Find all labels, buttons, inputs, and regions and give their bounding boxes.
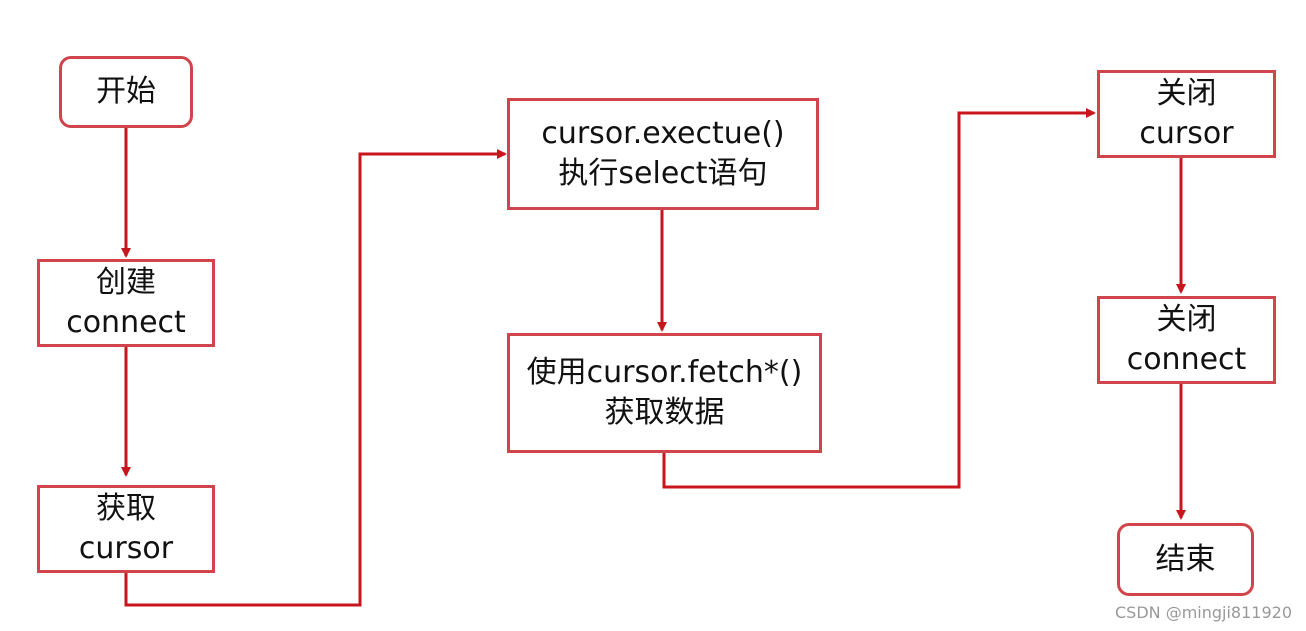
get-cursor-node: 获取 cursor bbox=[37, 485, 215, 573]
execute-label-line1: cursor.exectue() bbox=[541, 116, 785, 151]
create-connect-node: 创建 connect bbox=[37, 259, 215, 347]
close-connect-label-line1: 关闭 bbox=[1156, 302, 1217, 337]
end-node: 结束 bbox=[1117, 523, 1254, 596]
start-label: 开始 bbox=[96, 74, 156, 109]
execute-label-line2: 执行select语句 bbox=[558, 156, 768, 191]
fetch-label-line1: 使用cursor.fetch*() bbox=[526, 355, 803, 390]
edge-fetch-to-close-cursor bbox=[662, 108, 1096, 489]
create-connect-label-line1: 创建 bbox=[96, 265, 156, 300]
get-cursor-label-line1: 获取 bbox=[96, 491, 156, 526]
create-connect-label-line2: connect bbox=[66, 305, 186, 340]
csdn-watermark: CSDN @mingji811920 bbox=[1115, 603, 1292, 622]
end-label: 结束 bbox=[1155, 541, 1216, 577]
close-connect-label-line2: connect bbox=[1126, 342, 1247, 377]
close-connect-node: 关闭 connect bbox=[1097, 296, 1276, 384]
close-cursor-node: 关闭 cursor bbox=[1097, 70, 1276, 158]
fetch-label-line2: 获取数据 bbox=[604, 395, 725, 430]
edge-get-cursor-to-execute bbox=[124, 149, 507, 607]
fetch-node: 使用cursor.fetch*() 获取数据 bbox=[507, 333, 822, 453]
close-cursor-label-line2: cursor bbox=[1139, 116, 1234, 151]
start-node: 开始 bbox=[59, 56, 193, 128]
close-cursor-label-line1: 关闭 bbox=[1156, 76, 1217, 111]
execute-node: cursor.exectue() 执行select语句 bbox=[507, 98, 819, 210]
get-cursor-label-line2: cursor bbox=[78, 531, 174, 566]
